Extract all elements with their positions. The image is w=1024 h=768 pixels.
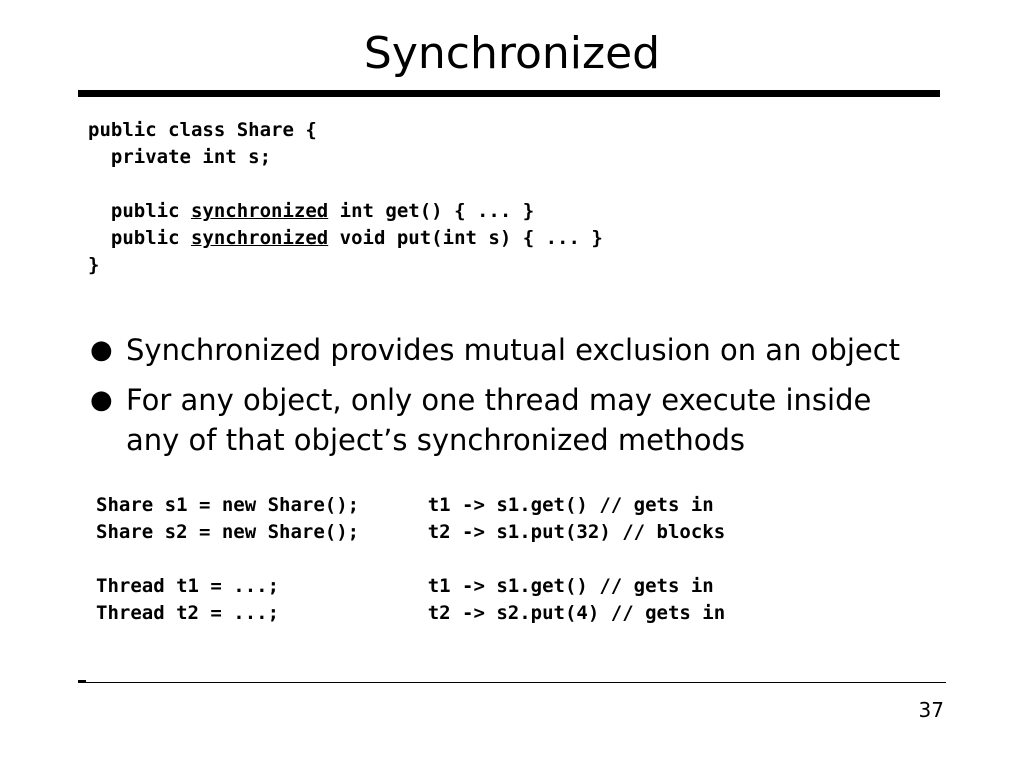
code-text: public class Share { bbox=[88, 119, 317, 141]
code-line: public class Share { bbox=[88, 117, 603, 144]
code-line: Thread t2 = ...; t2 -> s2.put(4) // gets… bbox=[96, 602, 726, 624]
code-text: public bbox=[88, 200, 191, 222]
bullet-list: ● Synchronized provides mutual exclusion… bbox=[88, 330, 918, 478]
bullet-dot-icon: ● bbox=[90, 335, 113, 365]
code-text: public bbox=[88, 227, 191, 249]
code-line: public synchronized void put(int s) { ..… bbox=[88, 225, 603, 252]
code-line bbox=[96, 546, 725, 573]
footer-divider bbox=[78, 682, 946, 683]
bullet-text: Synchronized provides mutual exclusion o… bbox=[126, 333, 901, 367]
bullet-text: For any object, only one thread may exec… bbox=[126, 383, 872, 457]
code-text: private int s; bbox=[88, 146, 272, 168]
code-keyword-synchronized: synchronized bbox=[190, 200, 329, 222]
code-line: } bbox=[88, 252, 603, 279]
title-divider bbox=[78, 90, 940, 97]
bullet-item: ● For any object, only one thread may ex… bbox=[88, 380, 918, 460]
page-number: 37 bbox=[918, 698, 944, 722]
bullet-dot-icon: ● bbox=[90, 385, 113, 415]
code-line: Share s1 = new Share(); t1 -> s1.get() /… bbox=[96, 494, 714, 516]
code-text: int get() { ... } bbox=[328, 200, 535, 222]
code-overlay-box: Share s1 = new Share(); t1 -> s1.get() /… bbox=[86, 490, 946, 640]
code-keyword-synchronized: synchronized bbox=[190, 227, 329, 249]
code-line: Share s2 = new Share(); t2 -> s1.put(32)… bbox=[96, 521, 726, 543]
code-block-threads: Share s1 = new Share(); t1 -> s1.get() /… bbox=[96, 492, 725, 627]
bullet-item: ● Synchronized provides mutual exclusion… bbox=[88, 330, 918, 370]
code-line: public synchronized int get() { ... } bbox=[88, 198, 603, 225]
code-line bbox=[88, 171, 603, 198]
footer-divider-tick bbox=[78, 680, 86, 683]
code-block-class-share: public class Share { private int s; publ… bbox=[88, 117, 603, 279]
code-text: } bbox=[88, 254, 100, 276]
code-text: void put(int s) { ... } bbox=[328, 227, 603, 249]
slide-title: Synchronized bbox=[363, 28, 661, 79]
code-line: private int s; bbox=[88, 144, 603, 171]
code-line: Thread t1 = ...; t1 -> s1.get() // gets … bbox=[96, 575, 714, 597]
